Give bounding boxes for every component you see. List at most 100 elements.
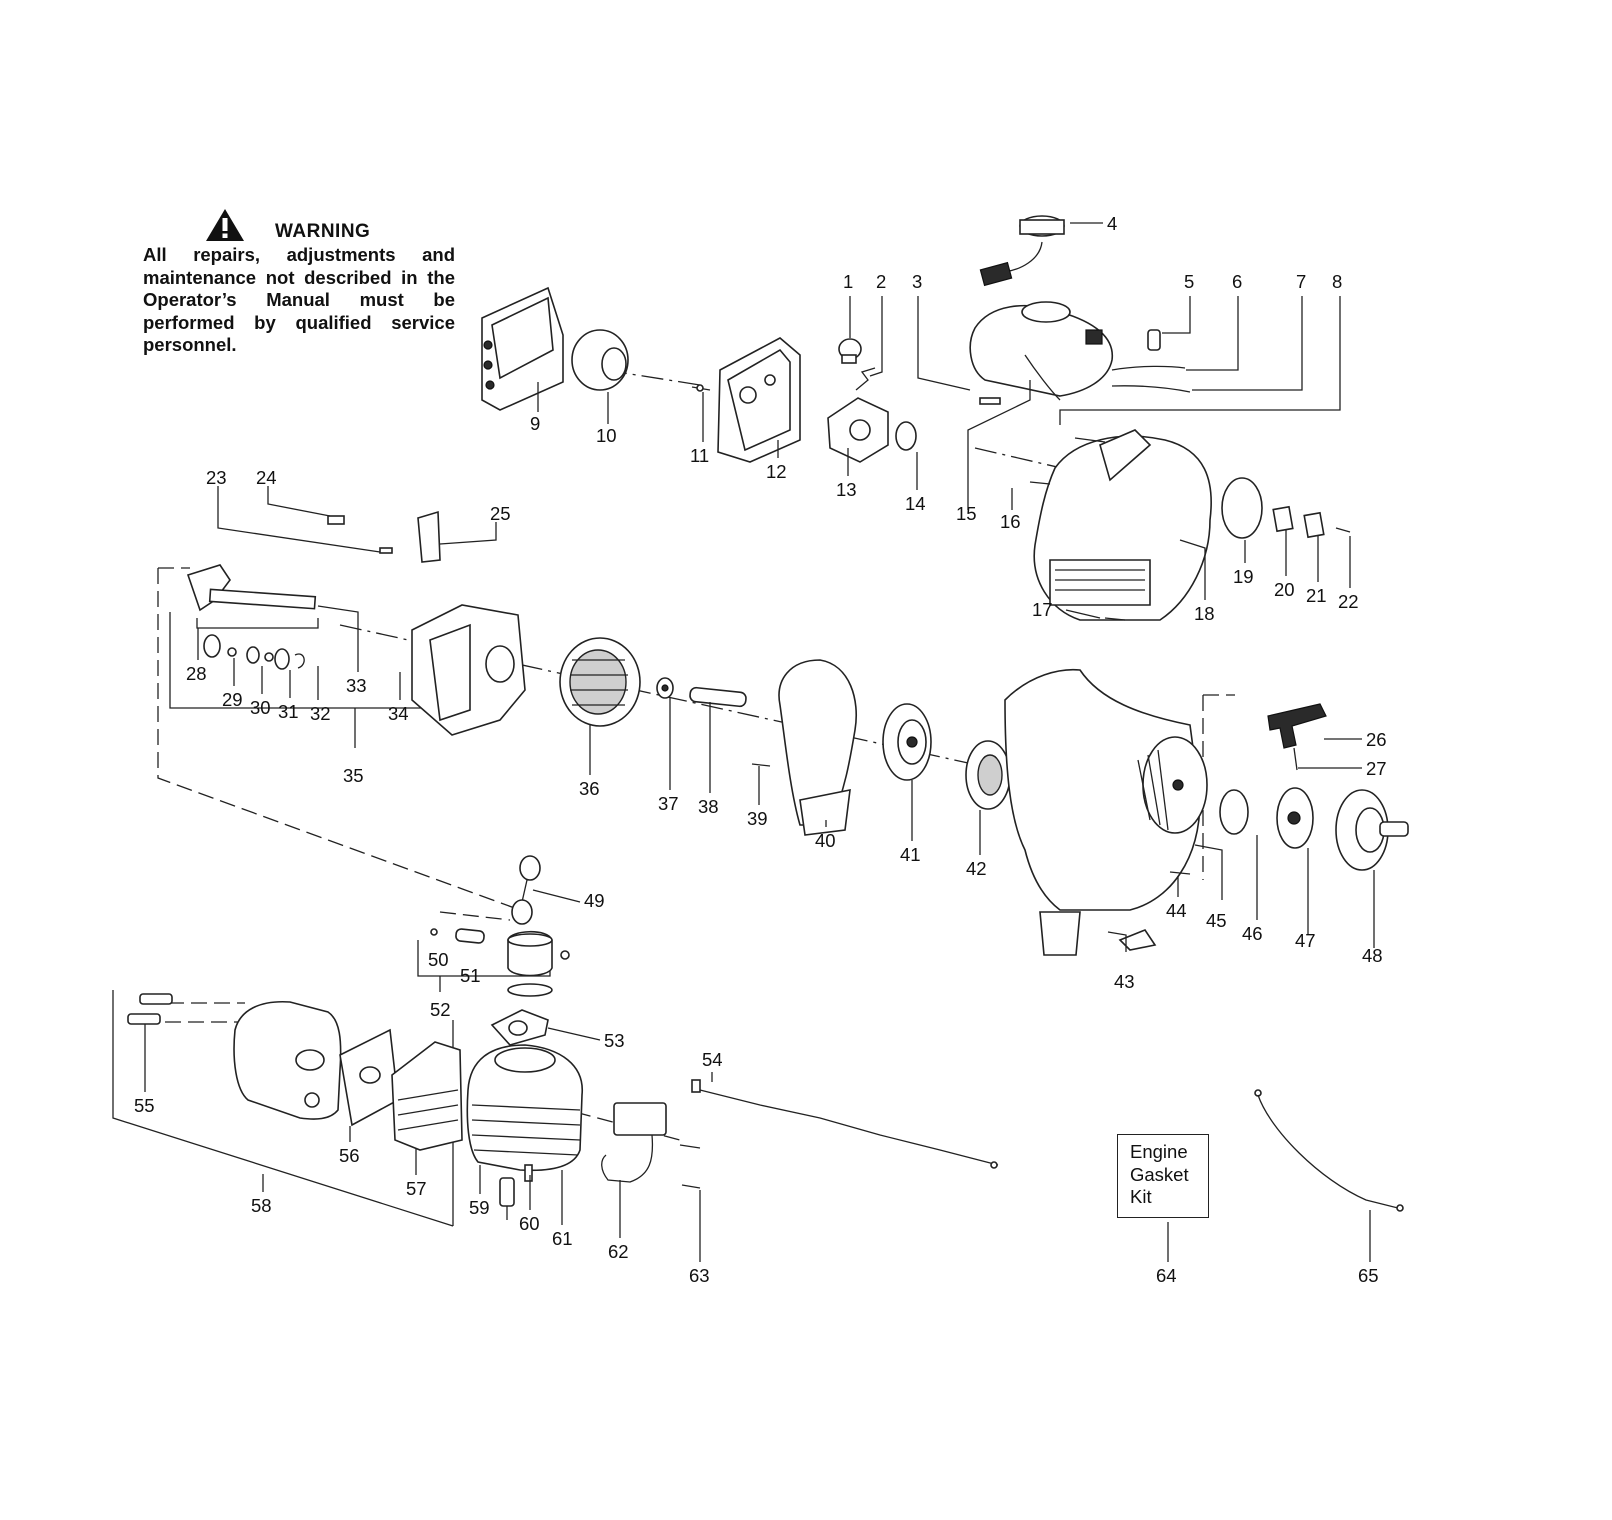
- callout-labels: 1 2 3 4 5 6 7 8 9 10 11 12 13 14 15 16 1…: [134, 213, 1387, 1286]
- part-48-clutch-drum: [1335, 789, 1409, 871]
- warning-title: WARNING: [275, 221, 371, 242]
- callout-43: 43: [1114, 971, 1135, 992]
- part-58-muffler: [233, 1000, 342, 1120]
- part-41-pulley: [882, 703, 932, 781]
- part-16-screw: [1029, 481, 1051, 485]
- part-59-cylinder: [466, 1044, 583, 1172]
- part-17-screw: [1104, 617, 1126, 621]
- part-6-7-fuel-lines: [1111, 365, 1191, 393]
- callout-19: 19: [1233, 566, 1254, 587]
- part-60-spark-plug: [499, 1177, 515, 1220]
- callout-64: 64: [1156, 1265, 1177, 1286]
- part-2-throttle-lever: [855, 367, 876, 391]
- callout-38: 38: [698, 796, 719, 817]
- part-49-connecting-rod: [511, 855, 541, 925]
- part-3-tank-screw: [979, 397, 1001, 405]
- part-8-screw: [1074, 437, 1106, 443]
- kit-line-1: Engine: [1130, 1141, 1188, 1162]
- callout-63: 63: [689, 1265, 710, 1286]
- callout-60: 60: [519, 1213, 540, 1234]
- warning-triangle-icon: [206, 209, 244, 241]
- part-36-flywheel: [559, 637, 641, 727]
- part-46-washer: [1219, 789, 1249, 835]
- part-54-throttle-cable: [691, 1079, 999, 1169]
- part-44-screw: [1169, 871, 1191, 875]
- part-12-air-box: [717, 337, 801, 463]
- callout-49: 49: [584, 890, 605, 911]
- callout-62: 62: [608, 1241, 629, 1262]
- part-1-primer-bulb: [838, 338, 862, 364]
- callout-37: 37: [658, 793, 679, 814]
- callout-53: 53: [604, 1030, 625, 1051]
- callout-27: 27: [1366, 758, 1387, 779]
- callout-47: 47: [1295, 930, 1316, 951]
- callout-35: 35: [343, 765, 364, 786]
- callout-22: 22: [1338, 591, 1359, 612]
- part-40-fan-shroud: [778, 659, 857, 836]
- callout-24: 24: [256, 467, 277, 488]
- callout-18: 18: [1194, 603, 1215, 624]
- callout-54: 54: [702, 1049, 723, 1070]
- callout-61: 61: [552, 1228, 573, 1249]
- kit-line-2: Gasket: [1130, 1163, 1189, 1185]
- part-51-piston: [507, 930, 570, 997]
- callout-10: 10: [596, 425, 617, 446]
- part-55-bolts: [127, 993, 173, 1025]
- part-19-o-ring: [1221, 477, 1263, 539]
- callout-33: 33: [346, 675, 367, 696]
- part-34-crankcase: [411, 604, 526, 736]
- part-10-air-filter: [571, 329, 629, 391]
- callout-1: 1: [843, 271, 853, 292]
- callout-13: 13: [836, 479, 857, 500]
- part-62-ignition-module: [601, 1102, 667, 1183]
- callout-32: 32: [310, 703, 331, 724]
- part-11-screw: [691, 384, 711, 392]
- part-50-wrist-pin: [430, 928, 485, 944]
- callout-25: 25: [490, 503, 511, 524]
- callout-21: 21: [1306, 585, 1327, 606]
- callout-59: 59: [469, 1197, 490, 1218]
- part-42-recoil-spring: [965, 740, 1011, 810]
- callout-15: 15: [956, 503, 977, 524]
- callout-51: 51: [460, 965, 481, 986]
- part-47-pawl-plate: [1276, 787, 1314, 849]
- callout-7: 7: [1296, 271, 1306, 292]
- callout-6: 6: [1232, 271, 1242, 292]
- part-28-32-bearings: [203, 634, 305, 670]
- callout-12: 12: [766, 461, 787, 482]
- part-4-fuel-cap: [979, 215, 1065, 287]
- part-57-heat-shield: [391, 1041, 463, 1151]
- part-37-washer: [656, 677, 674, 699]
- part-61-spring: [524, 1164, 533, 1182]
- part-9-air-filter-cover: [481, 286, 564, 411]
- part-fuel-tank: [969, 301, 1114, 401]
- callout-48: 48: [1362, 945, 1383, 966]
- warning-notice: WARNING All repairs, adjustments and mai…: [143, 208, 455, 357]
- callout-55: 55: [134, 1095, 155, 1116]
- callout-56: 56: [339, 1145, 360, 1166]
- part-23-24-25-bracket: [327, 510, 441, 563]
- callout-5: 5: [1184, 271, 1194, 292]
- callout-28: 28: [186, 663, 207, 684]
- warning-body: All repairs, adjustments and maintenance…: [143, 244, 455, 355]
- callout-14: 14: [905, 493, 926, 514]
- part-26-27-starter-handle: [1267, 703, 1327, 771]
- callout-3: 3: [912, 271, 922, 292]
- callout-44: 44: [1166, 900, 1187, 921]
- callout-8: 8: [1332, 271, 1342, 292]
- part-18-engine-housing: [1033, 429, 1212, 621]
- callout-41: 41: [900, 844, 921, 865]
- part-38-pin: [689, 686, 747, 708]
- callout-31: 31: [278, 701, 299, 722]
- callout-46: 46: [1242, 923, 1263, 944]
- callout-23: 23: [206, 467, 227, 488]
- part-14-gasket-clip: [895, 421, 917, 451]
- callout-57: 57: [406, 1178, 427, 1199]
- callout-52: 52: [430, 999, 451, 1020]
- callout-58: 58: [251, 1195, 272, 1216]
- part-5-fuel-filter: [1147, 329, 1161, 351]
- callout-11: 11: [690, 445, 709, 466]
- callout-36: 36: [579, 778, 600, 799]
